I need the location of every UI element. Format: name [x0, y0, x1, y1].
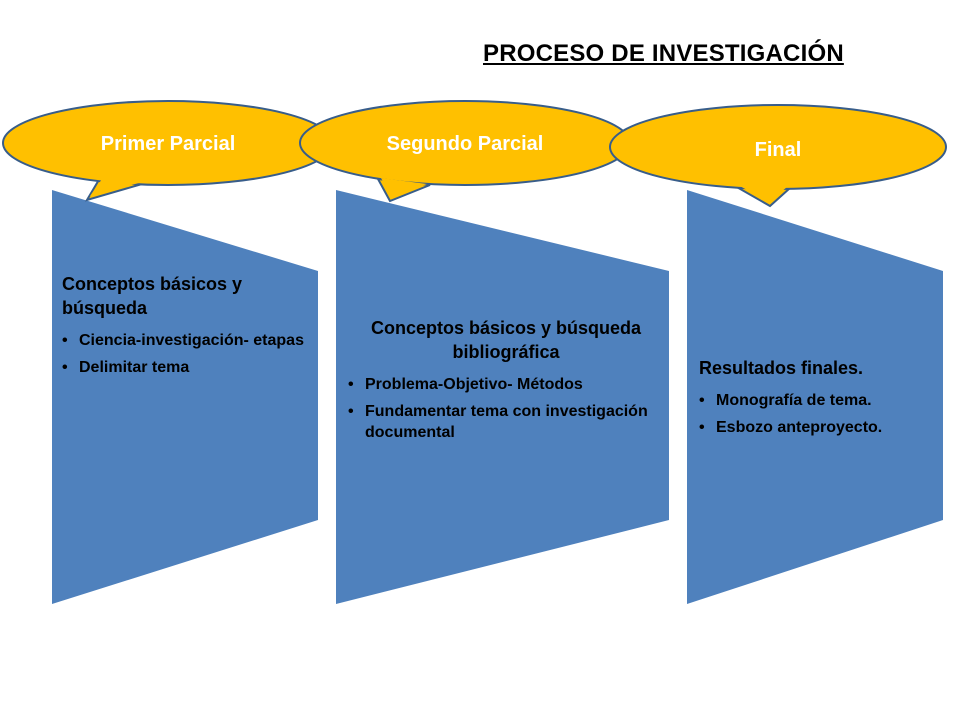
- stage-3-heading: Resultados finales.: [699, 358, 864, 378]
- stage-3-balloon: Final: [609, 104, 947, 208]
- stage-1-bullet: Ciencia-investigación- etapas: [62, 330, 312, 351]
- stage-3-bullets: Monografía de tema. Esbozo anteproyecto.: [699, 390, 939, 438]
- stage-3-label: Final: [755, 139, 802, 161]
- stage-2-bullet: Fundamentar tema con investigación docum…: [348, 401, 664, 443]
- stage-1-bullet: Delimitar tema: [62, 357, 312, 378]
- stage-2-bullet: Problema-Objetivo- Métodos: [348, 374, 664, 395]
- stage-3-bullet: Monografía de tema.: [699, 390, 939, 411]
- stage-2-bullets: Problema-Objetivo- Métodos Fundamentar t…: [348, 374, 664, 443]
- stage-1-heading: Conceptos básicos y búsqueda: [62, 274, 243, 318]
- stage-3-bullet: Esbozo anteproyecto.: [699, 417, 939, 438]
- page-title: PROCESO DE INVESTIGACIÓN: [483, 40, 844, 67]
- stage-1-label: Primer Parcial: [101, 133, 236, 155]
- stage-1-panel: [52, 190, 318, 604]
- stage-2-content: Conceptos básicos y búsqueda bibliográfi…: [348, 316, 664, 449]
- stage-1-balloon: Primer Parcial: [2, 100, 334, 202]
- stage-1-content: Conceptos básicos y búsqueda Ciencia-inv…: [62, 272, 312, 384]
- stage-2-heading: Conceptos básicos y búsqueda bibliográfi…: [370, 318, 642, 362]
- stage-2-balloon: Segundo Parcial: [299, 100, 631, 203]
- stage-2-label: Segundo Parcial: [387, 133, 544, 155]
- stage-3-content: Resultados finales. Monografía de tema. …: [699, 356, 939, 444]
- stage-1-bullets: Ciencia-investigación- etapas Delimitar …: [62, 330, 312, 378]
- stage-2-panel: [336, 190, 669, 604]
